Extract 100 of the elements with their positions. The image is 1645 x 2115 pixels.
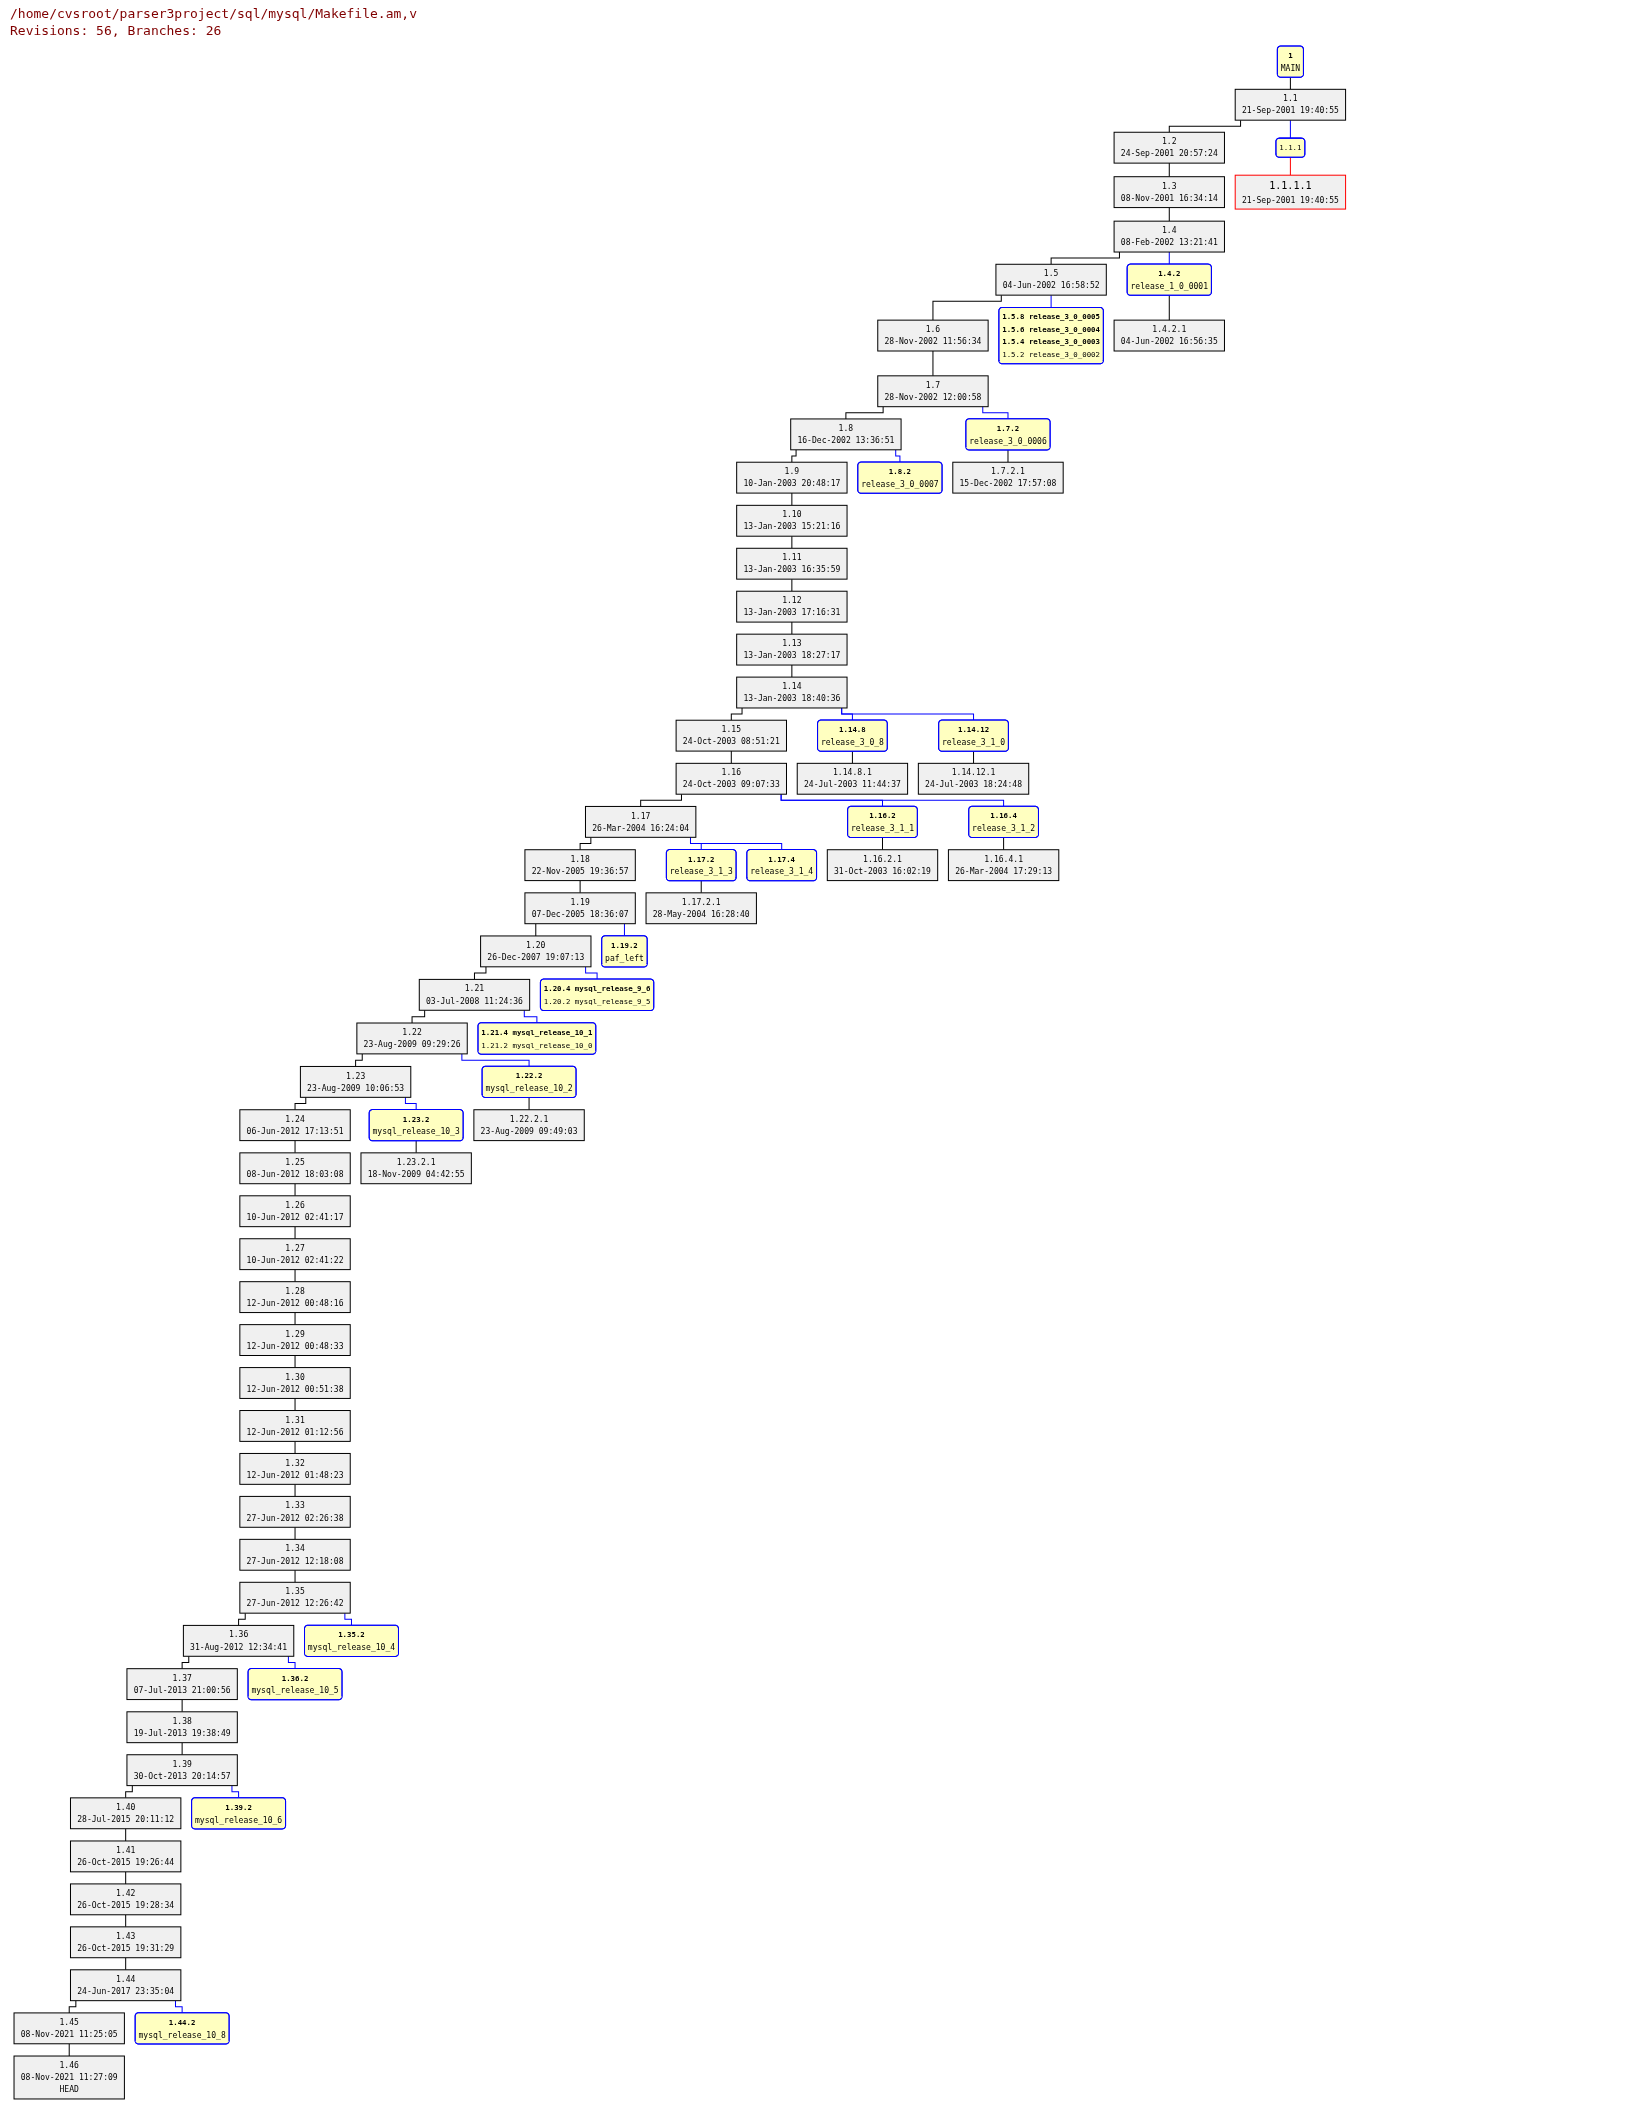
revision-number: 1.17 xyxy=(630,811,651,821)
revision-date: 12-Jun-2012 00:51:38 xyxy=(246,1384,344,1394)
connector-line xyxy=(238,1612,246,1626)
revision-date: 26-Mar-2004 17:29:13 xyxy=(955,866,1053,876)
connector-line xyxy=(845,406,884,420)
connector-line xyxy=(473,966,487,980)
connector-line xyxy=(294,1483,296,1497)
revision-date: 27-Jun-2012 12:18:08 xyxy=(246,1556,344,1566)
revision-date: 18-Nov-2009 04:42:55 xyxy=(367,1169,465,1179)
connector-line xyxy=(932,294,1002,321)
connector-line xyxy=(932,350,934,377)
connector-line xyxy=(791,664,793,678)
revision-number: 1.41 xyxy=(115,1845,136,1856)
connector-line xyxy=(640,793,682,807)
connector-line xyxy=(730,707,743,721)
branch-name: release_3_0_0007 xyxy=(861,479,939,489)
connector-line xyxy=(1289,156,1291,176)
connector-line xyxy=(294,1140,296,1154)
connector-line xyxy=(882,836,883,851)
connector-line xyxy=(125,1828,127,1842)
connector-line xyxy=(68,2000,77,2014)
connector-line xyxy=(1050,251,1120,265)
revision-number: 1.39 xyxy=(172,1759,192,1769)
revision-date: 28-Jul-2015 20:11:12 xyxy=(77,1814,175,1825)
revision-number: 1.45 xyxy=(59,2017,79,2027)
connector-line xyxy=(125,1914,127,1928)
revision-number: 1.16.2.1 xyxy=(863,854,902,864)
revision-date: 31-Oct-2003 16:02:19 xyxy=(834,866,931,876)
revision-number: 1.3 xyxy=(1162,181,1177,191)
revision-number: 1.28 xyxy=(285,1286,305,1296)
connector-line xyxy=(411,1009,426,1024)
revision-number: 1.31 xyxy=(285,1415,305,1425)
revision-number: 1.6 xyxy=(925,324,941,335)
revision-date: 12-Jun-2012 01:12:56 xyxy=(246,1427,344,1437)
revision-number: 1.21 xyxy=(464,984,485,994)
connector-line xyxy=(287,1655,296,1670)
connector-line xyxy=(791,621,793,635)
revision-date: 13-Jan-2003 18:40:36 xyxy=(743,693,841,704)
connector-line xyxy=(623,923,625,937)
revision-number: 1.38 xyxy=(172,1716,192,1726)
connector-line xyxy=(1168,119,1242,133)
branch-name: release_3_0_8 xyxy=(820,737,884,747)
revision-number: 1.17.2.1 xyxy=(681,897,721,907)
branch-name: release_3_1_2 xyxy=(972,823,1036,833)
revision-number: 1.30 xyxy=(285,1372,305,1382)
connector-line xyxy=(181,1655,190,1670)
revision-number: 1.27 xyxy=(285,1243,305,1253)
connector-line xyxy=(579,880,581,894)
connector-line xyxy=(791,449,797,463)
branch-name: release_3_1_1 xyxy=(851,823,914,833)
connector-line xyxy=(851,750,853,764)
revision-date: 27-Jun-2012 02:26:38 xyxy=(246,1513,344,1523)
connector-line xyxy=(294,1355,296,1369)
revision-date: 16-Dec-2002 13:36:51 xyxy=(797,435,895,446)
revision-date: 04-Jun-2002 16:58:52 xyxy=(1002,281,1100,291)
revision-number: 1.23.2.1 xyxy=(396,1157,436,1167)
connector-line xyxy=(125,1785,133,1799)
revision-date: 10-Jun-2012 02:41:22 xyxy=(246,1255,344,1265)
connector-line xyxy=(294,1440,296,1454)
branch-name: mysql_release_10_5 xyxy=(251,1685,339,1696)
connector-line xyxy=(730,750,732,764)
revision-date: 26-Mar-2004 16:24:04 xyxy=(592,823,690,833)
revision-date: 15-Dec-2002 17:57:08 xyxy=(959,479,1057,489)
revision-number: 1.23 xyxy=(345,1071,366,1081)
revision-date: 24-Jul-2003 11:44:37 xyxy=(803,780,901,790)
revision-number: 1.44 xyxy=(115,1974,136,1984)
revision-date: 08-Jun-2012 18:03:08 xyxy=(246,1169,344,1179)
revision-date: 28-Nov-2002 12:00:58 xyxy=(884,392,982,402)
connector-line xyxy=(231,1785,240,1799)
revision-number: 1.16 xyxy=(721,768,741,778)
revision-date: 23-Aug-2009 09:49:03 xyxy=(480,1126,578,1136)
revision-number: 1.2 xyxy=(1162,136,1177,147)
revision-date: 26-Oct-2015 19:26:44 xyxy=(77,1857,175,1868)
connector-line xyxy=(982,406,1009,420)
connector-line xyxy=(1003,836,1005,851)
revision-number: 1.20 xyxy=(526,940,546,951)
connector-line xyxy=(461,1053,530,1067)
revision-number: 1.22.2.1 xyxy=(509,1114,549,1124)
connector-line xyxy=(294,1526,296,1540)
connector-line xyxy=(125,1871,127,1885)
file-path-title: /home/cvsroot/parser3project/sql/mysql/Makefile.am,v xyxy=(10,6,417,21)
revision-date: 07-Jul-2013 21:00:56 xyxy=(133,1685,231,1695)
connector-line xyxy=(780,793,1005,807)
revision-number: 1.26 xyxy=(285,1200,305,1210)
revision-date: 12-Jun-2012 00:48:16 xyxy=(246,1298,344,1308)
revision-number: 1.37 xyxy=(172,1673,192,1683)
branch-name: release_3_0_0006 xyxy=(969,435,1047,446)
revision-date: 24-Oct-2003 08:51:21 xyxy=(682,737,780,747)
revision-date: 31-Aug-2012 12:34:41 xyxy=(190,1642,288,1652)
connector-line xyxy=(68,2043,70,2057)
connector-line xyxy=(1168,294,1170,321)
revision-number: 1.24 xyxy=(285,1114,305,1124)
revision-date: 08-Feb-2002 13:21:41 xyxy=(1120,237,1218,248)
revision-number: 1.42 xyxy=(115,1888,136,1898)
revision-date: 13-Jan-2003 17:16:31 xyxy=(743,608,841,618)
connector-line xyxy=(294,1226,296,1240)
connector-line xyxy=(1007,449,1009,463)
connector-line xyxy=(294,1269,296,1283)
revision-number: 1.1.1.1 xyxy=(1269,179,1312,192)
revision-date: 26-Dec-2007 19:07:13 xyxy=(487,952,585,963)
